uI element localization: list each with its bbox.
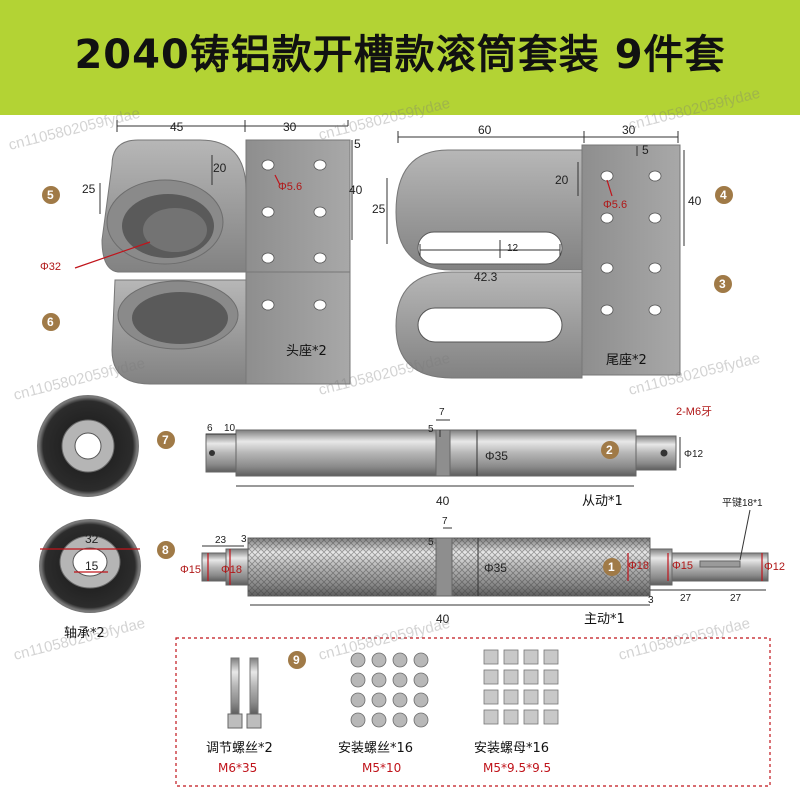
badge-9: 9 bbox=[293, 653, 300, 667]
drive-dim-7: 7 bbox=[442, 516, 448, 527]
tail-seat-group bbox=[395, 144, 681, 379]
nut-label: 安装螺母*16 bbox=[474, 741, 549, 756]
watermark-7: cn1105802059fydae bbox=[12, 615, 147, 664]
head-dim-25: 25 bbox=[82, 182, 96, 196]
page-title: 2040铸铝款开槽款滚筒套装 9件套 bbox=[74, 31, 726, 78]
drive-dim-d12: Φ12 bbox=[764, 561, 785, 573]
tail-dim-slot: 12 bbox=[507, 243, 519, 254]
watermark-3: cn1105802059fydae bbox=[627, 85, 762, 134]
driven-roller bbox=[205, 429, 677, 477]
badge-5: 5 bbox=[47, 188, 54, 202]
head-seat-dimensions bbox=[74, 120, 353, 269]
screw-spec: M5*10 bbox=[362, 761, 401, 775]
driven-roller-label: 从动*1 bbox=[582, 494, 623, 509]
bearing-group bbox=[37, 395, 141, 613]
drive-dimensions bbox=[202, 509, 766, 606]
drive-roller-label: 主动*1 bbox=[584, 612, 625, 627]
drive-dim-27a: 27 bbox=[680, 593, 692, 604]
bolt-label: 调节螺丝*2 bbox=[206, 741, 273, 756]
tail-dim-25: 25 bbox=[372, 202, 386, 216]
watermark-9: cn1105802059fydae bbox=[617, 615, 752, 664]
head-seat-group bbox=[101, 139, 351, 385]
drive-dim-23: 23 bbox=[215, 535, 227, 546]
driven-dim-10: 10 bbox=[224, 423, 236, 434]
drive-dim-5: 5 bbox=[428, 537, 434, 548]
driven-dim-7: 7 bbox=[439, 407, 445, 418]
adjusting-bolts bbox=[227, 657, 262, 729]
driven-dimensions bbox=[206, 419, 681, 487]
drive-dim-3b: 3 bbox=[648, 595, 654, 606]
drive-roller bbox=[201, 537, 769, 597]
badge-3: 3 bbox=[719, 277, 726, 291]
bolt-spec: M6*35 bbox=[218, 761, 257, 775]
hardware-panel bbox=[175, 637, 771, 787]
tail-dim-plate: 30 bbox=[622, 123, 636, 137]
tail-dim-width: 60 bbox=[478, 123, 492, 137]
badge-4: 4 bbox=[720, 188, 727, 202]
badge-7: 7 bbox=[162, 433, 169, 447]
title-banner: 2040铸铝款开槽款滚筒套装 9件套 bbox=[0, 0, 800, 107]
driven-dim-end: Φ12 bbox=[684, 449, 704, 460]
tail-dim-top: 5 bbox=[642, 143, 649, 157]
head-dim-bore: Φ32 bbox=[40, 261, 61, 273]
drive-dim-key: 平键18*1 bbox=[722, 496, 763, 509]
tail-dim-20: 20 bbox=[555, 173, 569, 187]
badge-6: 6 bbox=[47, 315, 54, 329]
drive-dim-d18a: Φ18 bbox=[221, 564, 242, 576]
tail-dim-40: 40 bbox=[688, 194, 702, 208]
number-badges: 1 2 3 4 5 6 7 8 9 bbox=[42, 186, 733, 669]
driven-dim-len: 40 bbox=[436, 494, 450, 508]
head-dim-plate: 30 bbox=[283, 120, 297, 134]
head-dim-40: 40 bbox=[349, 183, 363, 197]
drive-dim-27b: 27 bbox=[730, 593, 742, 604]
badge-2: 2 bbox=[606, 443, 613, 457]
driven-dim-5: 5 bbox=[428, 424, 434, 435]
drive-dim-d15a: Φ15 bbox=[180, 564, 201, 576]
head-dim-20: 20 bbox=[213, 161, 227, 175]
drive-dim-dia: Φ35 bbox=[484, 561, 507, 575]
screw-label: 安装螺丝*16 bbox=[338, 741, 413, 756]
driven-dim-dia: Φ35 bbox=[485, 449, 508, 463]
bearing-label: 轴承*2 bbox=[64, 626, 105, 641]
tail-seat-dimensions bbox=[386, 131, 685, 258]
driven-dim-thread: 2-M6牙 bbox=[676, 406, 712, 418]
tail-dim-slot-len: 42.3 bbox=[474, 270, 498, 284]
nut-spec: M5*9.5*9.5 bbox=[483, 761, 551, 775]
drive-dim-d15b: Φ15 bbox=[672, 560, 693, 572]
drive-dim-3a: 3 bbox=[241, 534, 247, 545]
head-dim-width: 45 bbox=[170, 120, 184, 134]
badge-8: 8 bbox=[162, 543, 169, 557]
head-dim-top: 5 bbox=[354, 137, 361, 151]
tail-dim-hole: Φ5.6 bbox=[603, 199, 627, 211]
bearing-dim-outer: 32 bbox=[85, 532, 99, 546]
head-seat-label: 头座*2 bbox=[286, 344, 327, 359]
driven-dim-6: 6 bbox=[207, 423, 213, 434]
install-screws bbox=[350, 652, 429, 728]
tail-seat-label: 尾座*2 bbox=[606, 353, 647, 368]
banner-strip bbox=[0, 107, 800, 115]
drive-dim-len: 40 bbox=[436, 612, 450, 626]
drive-dim-d18b: Φ18 bbox=[628, 560, 649, 572]
badge-1: 1 bbox=[608, 560, 615, 574]
head-dim-hole: Φ5.6 bbox=[278, 181, 302, 193]
bearing-dim-inner: 15 bbox=[85, 559, 99, 573]
install-nuts bbox=[483, 649, 559, 725]
